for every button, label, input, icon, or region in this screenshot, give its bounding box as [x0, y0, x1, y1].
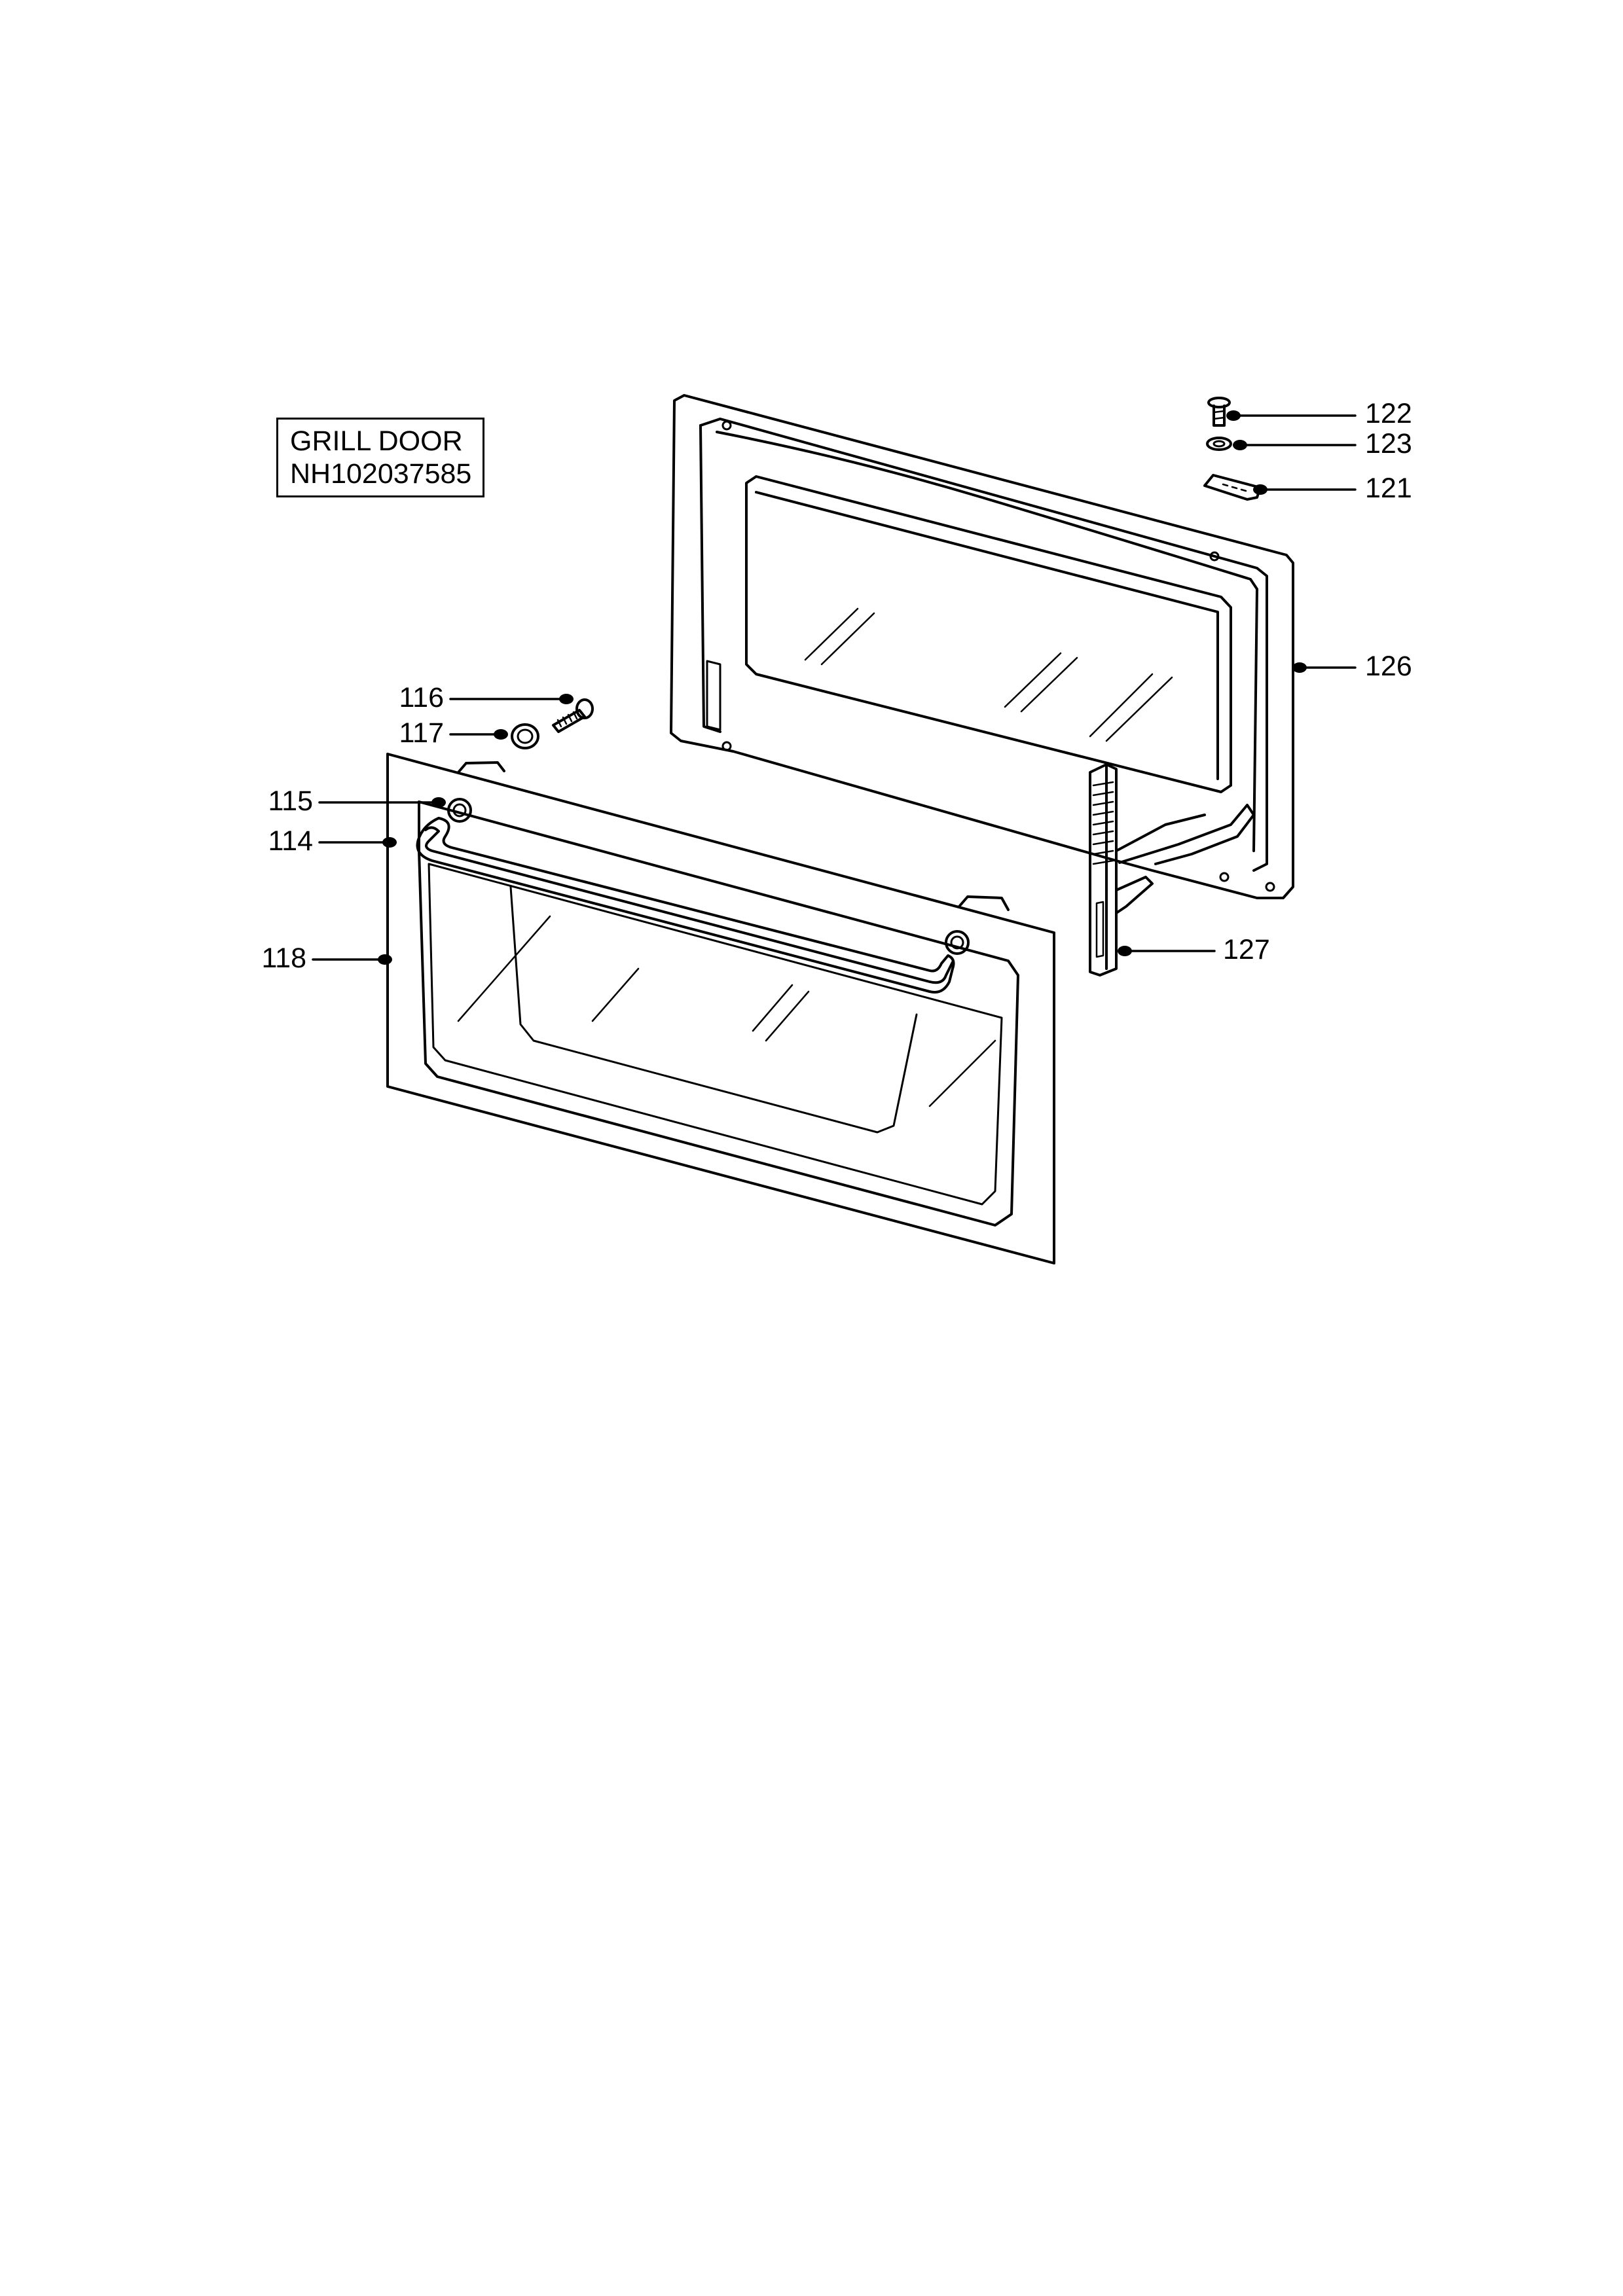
handle [386, 794, 970, 994]
leader-lines [312, 414, 1357, 961]
diagram-title-box: GRILL DOOR NH102037585 [276, 418, 484, 497]
leader-dots [378, 410, 1307, 965]
screw-and-spacer [511, 698, 594, 749]
small-parts [1203, 397, 1262, 501]
callout-115: 115 [268, 785, 313, 817]
callout-118: 118 [261, 942, 306, 974]
part-number: NH102037585 [290, 458, 472, 490]
callout-123: 123 [1365, 428, 1412, 459]
outer-door-panel [386, 753, 1055, 1265]
callout-121: 121 [1365, 473, 1412, 504]
hinge [1089, 763, 1206, 977]
callout-116: 116 [399, 682, 444, 713]
callout-126: 126 [1365, 651, 1412, 682]
inner-door-panel [670, 394, 1294, 899]
callout-117: 117 [399, 717, 444, 749]
callout-122: 122 [1365, 398, 1412, 429]
diagram-title: GRILL DOOR [290, 425, 463, 457]
callout-114: 114 [268, 825, 313, 857]
callout-127: 127 [1223, 934, 1270, 965]
